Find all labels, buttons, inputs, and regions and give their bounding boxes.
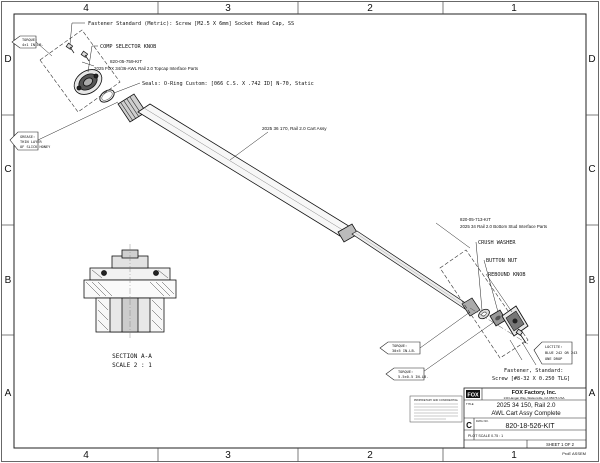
callout-bottom-kit-number: 820-05-713-KIT (460, 217, 491, 222)
zone-row-right: D (588, 54, 595, 65)
drawing-number: 820-18-526-KIT (505, 423, 555, 430)
zone-labels: 4 3 2 1 4 3 2 1 D C B A D C B A (4, 3, 595, 461)
zone-col-top: 2 (367, 3, 373, 14)
comp-selector-knob-part (73, 69, 103, 95)
note-loctite-line3: ONE DROP (545, 357, 562, 361)
note-grease-label: GREASE: (20, 135, 35, 139)
note-torque-top-label: TORQUE: (22, 38, 37, 42)
topcap-explode-frame (39, 29, 121, 113)
callout-comp-selector: COMP SELECTOR KNOB (100, 44, 156, 50)
note-grease-line2: THIN LAYER (20, 140, 42, 144)
o-ring-part-inner (101, 91, 113, 101)
plot-scale: PLOT SCALE 0.75 : 1 (468, 434, 503, 438)
title-block: FOX FOX Factory, Inc. 130 Hangar Way, Wa… (463, 387, 587, 456)
leader-lines (35, 22, 537, 375)
zone-col-bottom: 2 (367, 450, 373, 461)
zone-row-right: A (589, 388, 596, 399)
confidential-heading: PROPRIETARY AND CONFIDENTIAL (414, 398, 459, 402)
zone-col-bottom: 4 (83, 450, 89, 461)
crush-washer-part (478, 308, 490, 320)
zone-col-bottom: 1 (511, 450, 517, 461)
size-letter: C (466, 421, 472, 430)
section-view-name: SECTION A-A (112, 353, 152, 360)
title-label: TITLE (466, 402, 474, 406)
footer-tag: ProE ASSEM (562, 451, 586, 456)
bottom-explode-axis (469, 307, 529, 345)
note-torque-top: TORQUE: 4±1 IN-LB. (11, 35, 44, 49)
callout-button-nut: BUTTON NUT (486, 258, 517, 264)
company-name: FOX Factory, Inc. (512, 390, 557, 396)
section-view-scale: SCALE 2 : 1 (112, 362, 152, 369)
callout-crush-washer: CRUSH WASHER (478, 240, 516, 246)
callout-bottom-kit-desc: 2025 34 Rail 2.0 Bottom Stud Interface P… (460, 224, 548, 229)
callout-topcap-kit-desc: 2025 FOX 34/36-AWL Rail 2.0 Topcap Inter… (94, 66, 199, 71)
callouts: Fastener Standard (Metric): Screw [M2.5 … (88, 21, 570, 382)
drawing-title-line1: 2025 34 150, Rail 2.0 (497, 402, 556, 409)
zone-row-left: A (5, 388, 12, 399)
zone-row-left: C (4, 164, 11, 175)
rebound-knob-part (501, 305, 529, 337)
callout-fastener-bottom-2: Screw [#8-32 X 0.250 TLG] (492, 376, 570, 382)
dwg-no-label: DWG NO. (476, 419, 489, 423)
zone-row-right: C (588, 164, 595, 175)
callout-fastener-bottom-1: Fastener, Standard: (504, 368, 563, 374)
note-torque-low-value: 5.5±0.5 IN-LB. (398, 375, 428, 379)
fox-logo: FOX (466, 390, 480, 399)
topcap-screws (65, 42, 90, 62)
zone-row-left: B (5, 275, 12, 286)
zone-col-top: 4 (83, 3, 89, 14)
bottom-explode-frame (439, 249, 529, 359)
callout-seal: Seals: O-Ring Custom: [066 C.S. X .742 I… (142, 81, 314, 87)
drawing-title-line2: AWL Cart Assy Complete (491, 410, 561, 417)
confidential-block: PROPRIETARY AND CONFIDENTIAL (409, 395, 463, 423)
note-torque-low: TORQUE: 5.5±0.5 IN-LB. (385, 367, 428, 381)
zone-col-top: 1 (511, 3, 517, 14)
note-torque-mid-value: 30±5 IN-LB. (392, 349, 416, 353)
zone-col-bottom: 3 (225, 450, 231, 461)
note-torque-mid-label: TORQUE: (392, 344, 407, 348)
zone-col-top: 3 (225, 3, 231, 14)
svg-text:FOX: FOX (467, 393, 479, 399)
callout-topcap-kit-number: 820-05-759-KIT (110, 59, 142, 64)
note-torque-top-value: 4±1 IN-LB. (22, 43, 44, 47)
note-loctite-label: LOCTITE: (545, 345, 562, 349)
note-grease-line3: OF SLICK HONEY (20, 145, 51, 149)
note-loctite-line2: BLUE 242 OR 243 (545, 351, 577, 355)
callout-fastener-top: Fastener Standard (Metric): Screw [M2.5 … (88, 21, 294, 27)
note-loctite: LOCTITE: BLUE 242 OR 243 ONE DROP (533, 341, 577, 365)
company-address: 130 Hangar Way, Watsonville, CA 95076 US… (504, 396, 565, 400)
zone-row-left: D (4, 54, 11, 65)
note-grease: GREASE: THIN LAYER OF SLICK HONEY (9, 131, 51, 151)
zone-row-right: B (589, 275, 596, 286)
sheet-number: SHEET 1 OF 2 (546, 442, 575, 447)
callout-rebound-knob: REBOUND KNOB (488, 272, 525, 278)
inner-border (13, 13, 587, 449)
cartridge-assembly (117, 93, 481, 317)
callout-cart-assy: 2025 36 170, Rail 2.0 Cart Assy (262, 126, 327, 131)
note-torque-mid: TORQUE: 30±5 IN-LB. (379, 341, 421, 355)
bottom-screw-part (515, 328, 527, 344)
note-torque-low-label: TORQUE: (398, 370, 413, 374)
o-ring-part (99, 89, 115, 103)
section-a-a-view (83, 244, 177, 338)
